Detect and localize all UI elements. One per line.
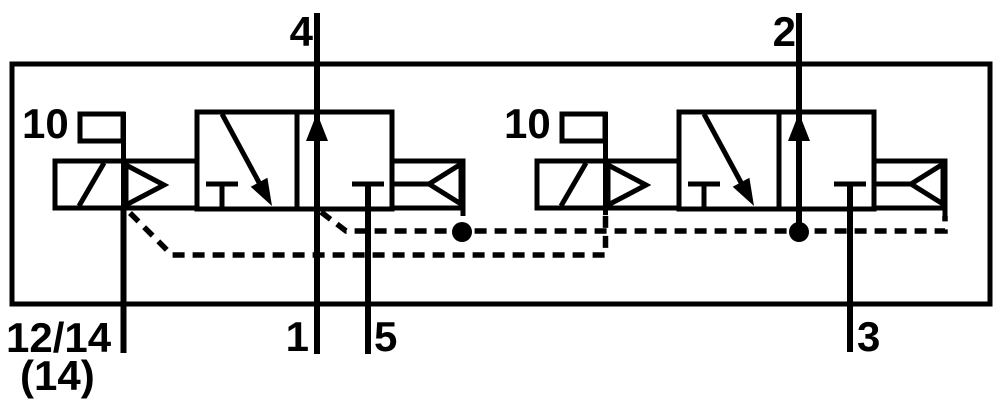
pilot-port-10-box — [559, 111, 608, 144]
port-label-14: (14) — [20, 352, 95, 399]
pilot-triangle-icon — [123, 160, 170, 210]
flow-arrow-head-icon — [732, 177, 754, 206]
flow-path-diagonal — [219, 112, 265, 190]
spring-return-triangle-icon — [906, 159, 946, 209]
port-label-3: 3 — [857, 313, 880, 360]
solenoid-diagonal-icon — [76, 161, 107, 208]
port-label-1: 1 — [286, 313, 309, 360]
pilot-junction-dot-left — [452, 222, 472, 242]
flow-arrow-head-icon — [250, 177, 272, 206]
pilot-control-line-lower — [128, 211, 609, 258]
pilot-junction-dot-right — [789, 222, 809, 242]
manifold-outline — [9, 61, 993, 307]
flow-path-diagonal — [701, 112, 747, 190]
port-label-2: 2 — [773, 8, 796, 55]
blocked-port-tee-left — [206, 181, 238, 209]
pilot-port-10-box — [77, 111, 126, 144]
pilot-triangle-icon — [605, 160, 652, 210]
port-label-4: 4 — [290, 8, 314, 55]
valve-1 — [52, 109, 466, 216]
solenoid-diagonal-icon — [558, 161, 589, 208]
port-label-5: 5 — [374, 313, 397, 360]
spring-return-triangle-icon — [424, 159, 464, 209]
actuator-frame — [534, 158, 679, 211]
pilot-label-10-left: 10 — [22, 100, 69, 147]
pilot-control-line-upper — [319, 209, 948, 234]
valve-2 — [534, 109, 948, 216]
actuator-frame — [52, 158, 197, 211]
blocked-port-tee-left — [688, 181, 720, 209]
port-label-12-14: 12/14 — [6, 314, 112, 361]
pilot-label-10-right: 10 — [504, 100, 551, 147]
